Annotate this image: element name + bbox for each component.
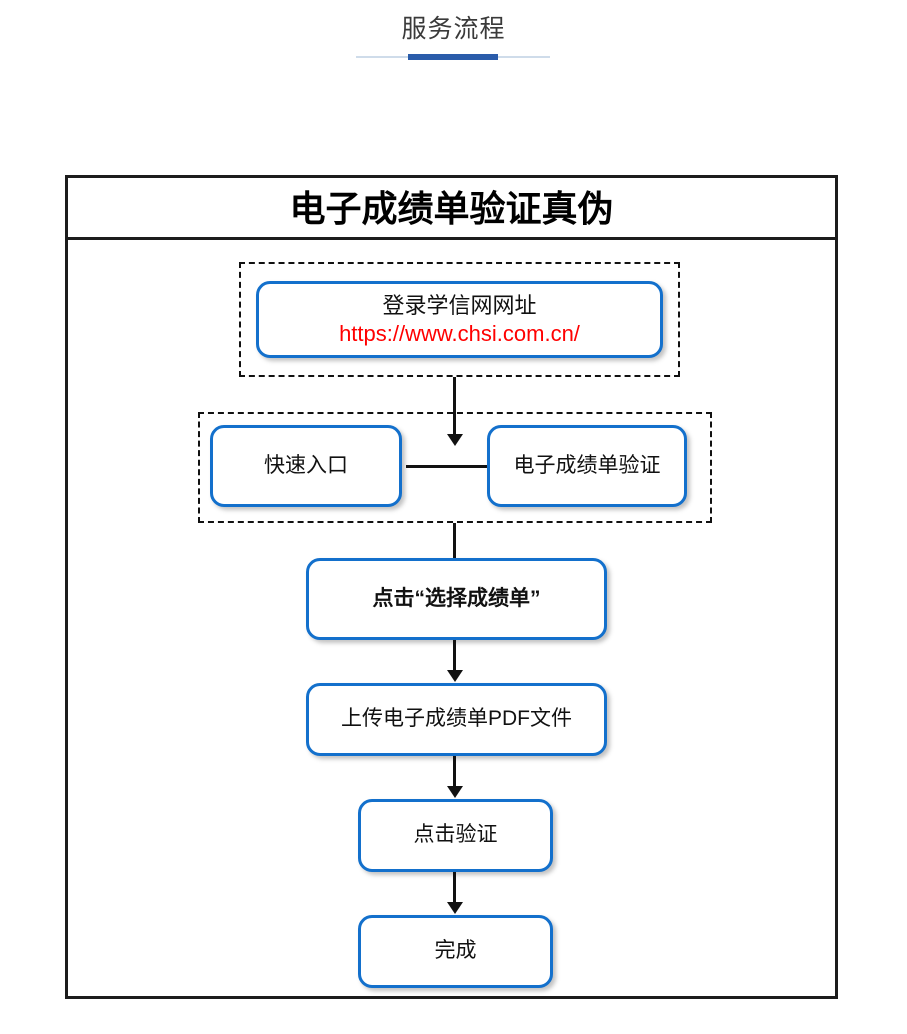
arrow-verify-to-done: [453, 872, 456, 903]
node-quick-entry[interactable]: 快速入口: [210, 425, 402, 507]
page-header: 服务流程: [0, 0, 907, 80]
flowchart-card: 电子成绩单验证真伪 登录学信网网址 https://www.chsi.com.c…: [65, 175, 838, 999]
node-login-chsi-url: https://www.chsi.com.cn/: [339, 320, 580, 346]
page-title: 服务流程: [401, 15, 506, 43]
arrow-entry-to-select: [453, 523, 456, 569]
node-login-chsi-label: 登录学信网网址: [382, 293, 537, 318]
node-done[interactable]: 完成: [358, 915, 553, 988]
node-transcript-verify[interactable]: 电子成绩单验证: [487, 425, 687, 507]
dashed-group-entry: [198, 412, 712, 523]
arrow-select-to-upload: [453, 640, 456, 671]
node-click-select-transcript[interactable]: 点击“选择成绩单”: [306, 558, 607, 640]
node-click-select-transcript-label: 点击“选择成绩单”: [372, 586, 541, 610]
header-rule-accent: [408, 54, 498, 60]
flowchart-body: 登录学信网网址 https://www.chsi.com.cn/ 快速入口 电子…: [68, 240, 835, 996]
node-login-chsi[interactable]: 登录学信网网址 https://www.chsi.com.cn/: [256, 281, 663, 358]
node-upload-pdf-label: 上传电子成绩单PDF文件: [341, 707, 572, 731]
arrow-upload-to-verify: [453, 756, 456, 787]
node-transcript-verify-label: 电子成绩单验证: [513, 453, 661, 477]
arrow-login-to-entry: [453, 377, 456, 435]
node-upload-pdf[interactable]: 上传电子成绩单PDF文件: [306, 683, 607, 756]
node-click-verify[interactable]: 点击验证: [358, 799, 553, 872]
node-click-verify-label: 点击验证: [413, 823, 498, 847]
node-quick-entry-label: 快速入口: [264, 453, 348, 477]
node-done-label: 完成: [434, 939, 477, 963]
dashed-group-login: [239, 262, 680, 377]
flowchart-title: 电子成绩单验证真伪: [68, 178, 835, 240]
